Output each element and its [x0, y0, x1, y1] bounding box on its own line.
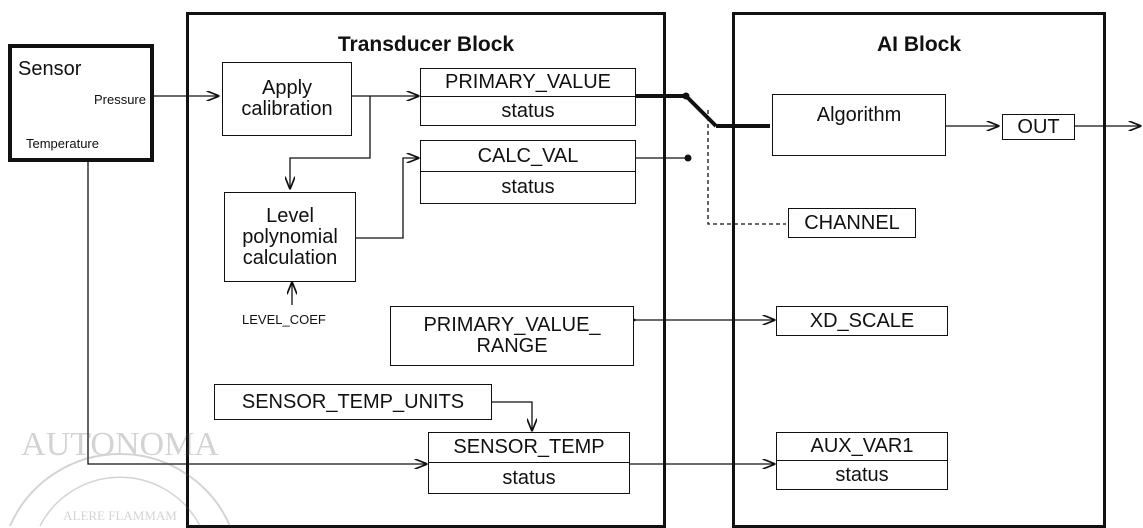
algorithm-box: Algorithm [772, 94, 946, 156]
algorithm-label: Algorithm [816, 104, 902, 126]
ai-block-title: AI Block [876, 33, 962, 56]
primary-value-status: status [501, 99, 555, 122]
out-label: OUT [1017, 115, 1060, 138]
primary-value-label: PRIMARY_VALUE [421, 69, 635, 97]
university-seal-watermark: AUTONOMA ALERE FLAMMAM [9, 426, 231, 526]
calc-val-label: CALC_VAL [421, 141, 635, 172]
calc-val-box: CALC_VAL status [420, 140, 636, 204]
xd-scale-label: XD_SCALE [809, 309, 915, 332]
pressure-label: Pressure [93, 92, 146, 107]
units-to-temp-line [492, 401, 532, 430]
aux-var1-label: AUX_VAR1 [777, 433, 947, 461]
svg-text:AUTONOMA: AUTONOMA [21, 426, 219, 463]
aux-var1-status: status [835, 463, 889, 486]
switch-lever [684, 94, 718, 128]
aux-var1-box: AUX_VAR1 status [776, 432, 948, 490]
transducer-block-title: Transducer Block [337, 33, 515, 56]
svg-text:ALERE FLAMMAM: ALERE FLAMMAM [63, 508, 177, 523]
calibration-to-level-line [290, 96, 371, 188]
sensor-box: Sensor Pressure Temperature [8, 44, 154, 162]
sensor-temp-units-label: SENSOR_TEMP_UNITS [241, 390, 465, 413]
channel-box: CHANNEL [788, 208, 916, 238]
temperature-line [87, 158, 426, 464]
temperature-label: Temperature [26, 136, 99, 151]
channel-dashed-line [707, 110, 786, 225]
apply-calibration-box: Apply calibration [222, 62, 352, 136]
sensor-temp-label: SENSOR_TEMP [429, 433, 629, 463]
sensor-label: Sensor [18, 58, 82, 80]
sensor-temp-status: status [502, 466, 556, 489]
primary-value-range-box: PRIMARY_VALUE_ RANGE [390, 306, 634, 366]
calc-val-status: status [501, 176, 555, 198]
sensor-temp-units-box: SENSOR_TEMP_UNITS [214, 384, 492, 420]
xd-scale-box: XD_SCALE [776, 306, 948, 336]
apply-calibration-label: Apply calibration [241, 77, 333, 120]
level-coef-label: LEVEL_COEF [242, 312, 326, 327]
primary-value-box: PRIMARY_VALUE status [420, 68, 636, 126]
primary-value-range-line1: PRIMARY_VALUE_ [423, 314, 601, 336]
level-to-calc-line [355, 158, 418, 239]
channel-label: CHANNEL [804, 211, 900, 234]
level-polynomial-box: Level polynomial calculation [224, 192, 356, 282]
primary-value-range-line2: RANGE [476, 335, 548, 357]
sensor-temp-box: SENSOR_TEMP status [428, 432, 630, 494]
level-polynomial-label: Level polynomial calculation [242, 204, 338, 269]
out-box: OUT [1002, 114, 1075, 140]
